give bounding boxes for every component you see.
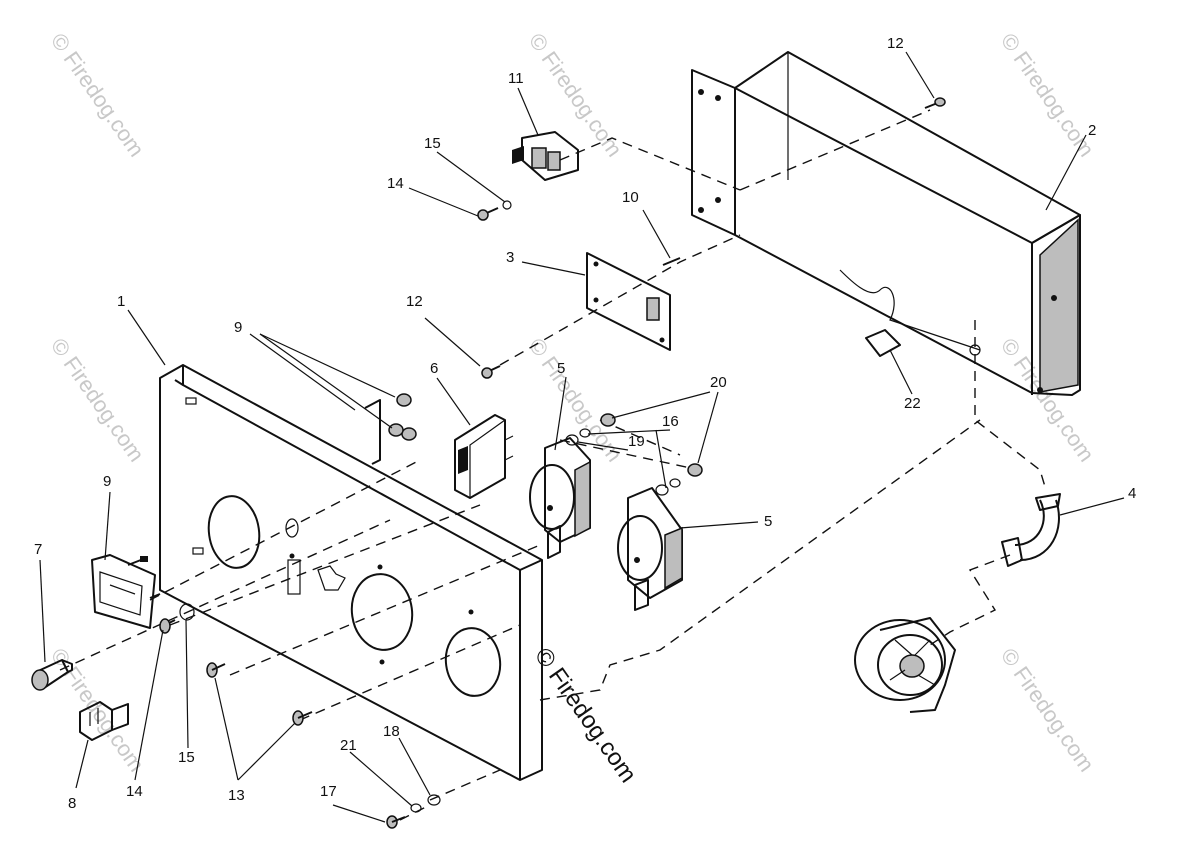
callout-17: 17: [320, 783, 337, 800]
bracket-with-nuts: [364, 393, 417, 465]
indicator-lamp: [31, 659, 73, 691]
toggle-switch: [512, 131, 579, 181]
callout-15b: 15: [178, 749, 195, 766]
callout-labels: 1 2 3 4 5 5 6 7 8 9 9 10 11 12 12 13 14 …: [34, 35, 1136, 812]
callout-6: 6: [430, 360, 438, 377]
watermark: © Firedog.com: [996, 644, 1099, 777]
hardware: [159, 97, 946, 829]
callout-3: 3: [506, 249, 514, 266]
callout-13: 13: [228, 787, 245, 804]
callout-14b: 14: [126, 783, 143, 800]
callout-16: 16: [662, 413, 679, 430]
panel-meter: [91, 554, 161, 629]
callout-19: 19: [628, 433, 645, 450]
callout-18: 18: [383, 723, 400, 740]
callout-4: 4: [1128, 485, 1136, 502]
watermark: © Firedog.com: [46, 334, 149, 467]
callout-21: 21: [340, 737, 357, 754]
callout-5b: 5: [764, 513, 772, 530]
callout-1: 1: [117, 293, 125, 310]
watermark: © Firedog.com: [524, 29, 627, 162]
round-cover: [854, 617, 956, 713]
front-panel: [159, 364, 543, 781]
callout-20: 20: [710, 374, 727, 391]
watermark-center: © Firedog.com: [529, 643, 642, 788]
watermark: © Firedog.com: [46, 29, 149, 162]
callout-12b: 12: [406, 293, 423, 310]
elbow-fitting: [1001, 493, 1061, 567]
watermark: © Firedog.com: [996, 29, 1099, 162]
callout-14a: 14: [387, 175, 404, 192]
callout-2: 2: [1088, 122, 1096, 139]
leader-lines: [39, 51, 1125, 823]
receptacle-lower: [617, 487, 683, 611]
callout-12a: 12: [887, 35, 904, 52]
receptacle-upper: [529, 437, 591, 559]
watermark: © Firedog.com: [524, 334, 627, 467]
callout-9a: 9: [103, 473, 111, 490]
rear-enclosure: [691, 51, 1081, 396]
callout-11: 11: [508, 70, 524, 87]
callout-7: 7: [34, 541, 42, 558]
callout-10: 10: [622, 189, 639, 206]
circuit-board: [586, 252, 671, 351]
callout-5a: 5: [557, 360, 565, 377]
callout-22: 22: [904, 395, 921, 412]
callout-9b: 9: [234, 319, 242, 336]
small-socket: [79, 701, 129, 741]
circuit-breaker: [454, 414, 514, 499]
callout-15a: 15: [424, 135, 441, 152]
callout-8: 8: [68, 795, 76, 812]
